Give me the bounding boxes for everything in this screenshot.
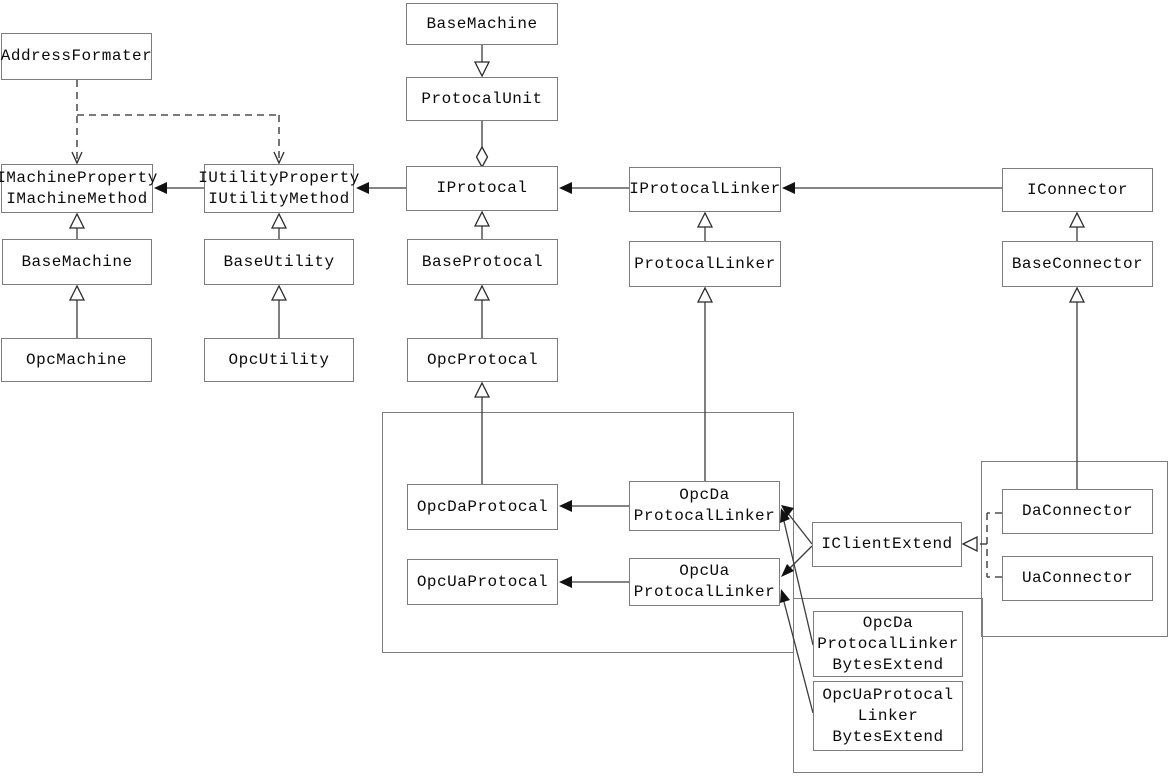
hollow-triangle-iconnector bbox=[1068, 211, 1086, 228]
class-label: AddressFormater bbox=[0, 47, 153, 65]
class-box-daconnector: DaConnector bbox=[1002, 489, 1153, 534]
arrowhead-into-iprotocallinker bbox=[782, 182, 795, 194]
open-arrowhead-iutility bbox=[273, 151, 285, 165]
class-box-iprotocallinker: IProtocalLinker bbox=[629, 167, 781, 212]
edge-iclientextend-opcdalinker bbox=[786, 511, 813, 545]
class-box-iclientextend: IClientExtend bbox=[812, 522, 962, 567]
class-box-iprotocal: IProtocal bbox=[406, 166, 558, 211]
class-box-protocallinker: ProtocalLinker bbox=[629, 241, 781, 287]
class-label: OpcProtocal bbox=[426, 350, 539, 369]
class-box-uaconnector: UaConnector bbox=[1002, 556, 1153, 601]
class-box-imachineproperty: IMachineProperty IMachineMethod bbox=[0, 164, 157, 213]
hollow-triangle-baseutility bbox=[270, 284, 288, 301]
arrowhead-into-opcualinker-2 bbox=[780, 589, 790, 603]
hollow-triangle-iclientextend-left bbox=[961, 535, 978, 553]
arrowhead-into-opcdaprotocal bbox=[559, 500, 572, 512]
class-box-basemachine-left: BaseMachine bbox=[2, 239, 152, 285]
group-connector-container bbox=[981, 461, 1168, 637]
class-box-opcuaprotocallinker: OpcUa ProtocalLinker bbox=[629, 558, 780, 606]
class-label: OpcDa ProtocalLinker bbox=[633, 486, 776, 525]
class-label: OpcUa ProtocalLinker bbox=[633, 562, 776, 601]
class-box-baseconnector: BaseConnector bbox=[1002, 241, 1153, 287]
hollow-triangle-iprotocal bbox=[473, 210, 491, 227]
class-box-addressformater: AddressFormater bbox=[1, 33, 152, 80]
class-label: IProtocal bbox=[436, 179, 528, 197]
class-box-iutilityproperty: IUtilityProperty IUtilityMethod bbox=[198, 164, 359, 213]
class-box-opcdaprotocal: OpcDaProtocal bbox=[407, 484, 558, 530]
class-box-baseutility: BaseUtility bbox=[204, 239, 354, 285]
class-box-iconnector: IConnector bbox=[1002, 168, 1153, 212]
class-label: IClientExtend bbox=[821, 535, 953, 553]
class-label: IMachineProperty IMachineMethod bbox=[0, 168, 158, 208]
edge-opcuabytes-opcualinker bbox=[782, 597, 814, 714]
class-box-baseprotocal: BaseProtocal bbox=[407, 239, 558, 285]
class-label: DaConnector bbox=[1021, 502, 1134, 520]
class-label: ProtocalUnit bbox=[421, 89, 543, 108]
class-label: IConnector bbox=[1026, 180, 1128, 199]
class-label: OpcUaProtocal Linker BytesExtend bbox=[822, 685, 954, 746]
class-label: OpcDaProtocal bbox=[416, 497, 549, 516]
class-label: OpcUaProtocal bbox=[416, 572, 549, 591]
hollow-triangle-imachine bbox=[68, 212, 86, 229]
class-box-opcuaprotocallinker-bytesextend: OpcUaProtocal Linker BytesExtend bbox=[813, 681, 963, 751]
class-box-basemachine-top: BaseMachine bbox=[406, 3, 558, 45]
arrowhead-into-iprotocal bbox=[559, 182, 572, 194]
arrowhead-into-iutility bbox=[356, 182, 369, 194]
edge-opcdabytes-opcdalinker bbox=[782, 516, 814, 646]
arrowhead-into-opcualinker-1 bbox=[781, 564, 794, 577]
class-box-opcuaprotocal: OpcUaProtocal bbox=[407, 559, 558, 605]
class-label: BaseProtocal bbox=[421, 252, 544, 271]
class-label: BaseMachine bbox=[426, 14, 538, 33]
class-label: OpcDa ProtocalLinker BytesExtend bbox=[817, 613, 959, 674]
class-box-opcutility: OpcUtility bbox=[204, 338, 354, 382]
group-opc-protocal-linker-container bbox=[382, 412, 794, 653]
class-label: ProtocalLinker bbox=[634, 254, 776, 273]
group-bytes-extend-container bbox=[793, 598, 983, 773]
hollow-triangle-iutility bbox=[270, 212, 288, 229]
arrowhead-into-imachine bbox=[154, 182, 167, 194]
class-box-opcprotocal: OpcProtocal bbox=[407, 338, 558, 382]
open-arrowhead-imachine bbox=[71, 151, 83, 165]
class-box-opcmachine: OpcMachine bbox=[1, 338, 152, 382]
hollow-triangle-baseprotocal bbox=[473, 284, 491, 301]
class-label: IProtocalLinker bbox=[629, 180, 781, 198]
hollow-triangle-protocallinker bbox=[696, 286, 714, 303]
class-label: OpcMachine bbox=[25, 350, 127, 369]
class-label: BaseConnector bbox=[1011, 254, 1144, 273]
class-box-opcdaprotocallinker: OpcDa ProtocalLinker bbox=[629, 481, 780, 531]
class-label: IUtilityProperty IUtilityMethod bbox=[198, 168, 360, 208]
arrowhead-into-opcdalinker-2 bbox=[780, 508, 790, 523]
class-label: BaseMachine bbox=[21, 252, 133, 271]
hollow-triangle-protocalunit-down bbox=[473, 61, 491, 78]
hollow-triangle-basemachine bbox=[68, 284, 86, 301]
arrowhead-into-opcuaprotocal bbox=[559, 576, 572, 588]
class-box-protocalunit: ProtocalUnit bbox=[406, 77, 558, 121]
hollow-triangle-baseconnector bbox=[1068, 286, 1086, 303]
class-box-opcdaprotocallinker-bytesextend: OpcDa ProtocalLinker BytesExtend bbox=[813, 611, 963, 677]
arrowhead-into-opcdalinker-1 bbox=[781, 505, 794, 517]
class-label: OpcUtility bbox=[228, 350, 330, 369]
aggregation-diamond-iprotocal bbox=[475, 145, 489, 169]
class-label: UaConnector bbox=[1021, 569, 1134, 587]
hollow-triangle-iprotocallinker bbox=[696, 211, 714, 228]
class-label: BaseUtility bbox=[223, 252, 335, 271]
hollow-triangle-opcprotocal bbox=[473, 381, 491, 398]
